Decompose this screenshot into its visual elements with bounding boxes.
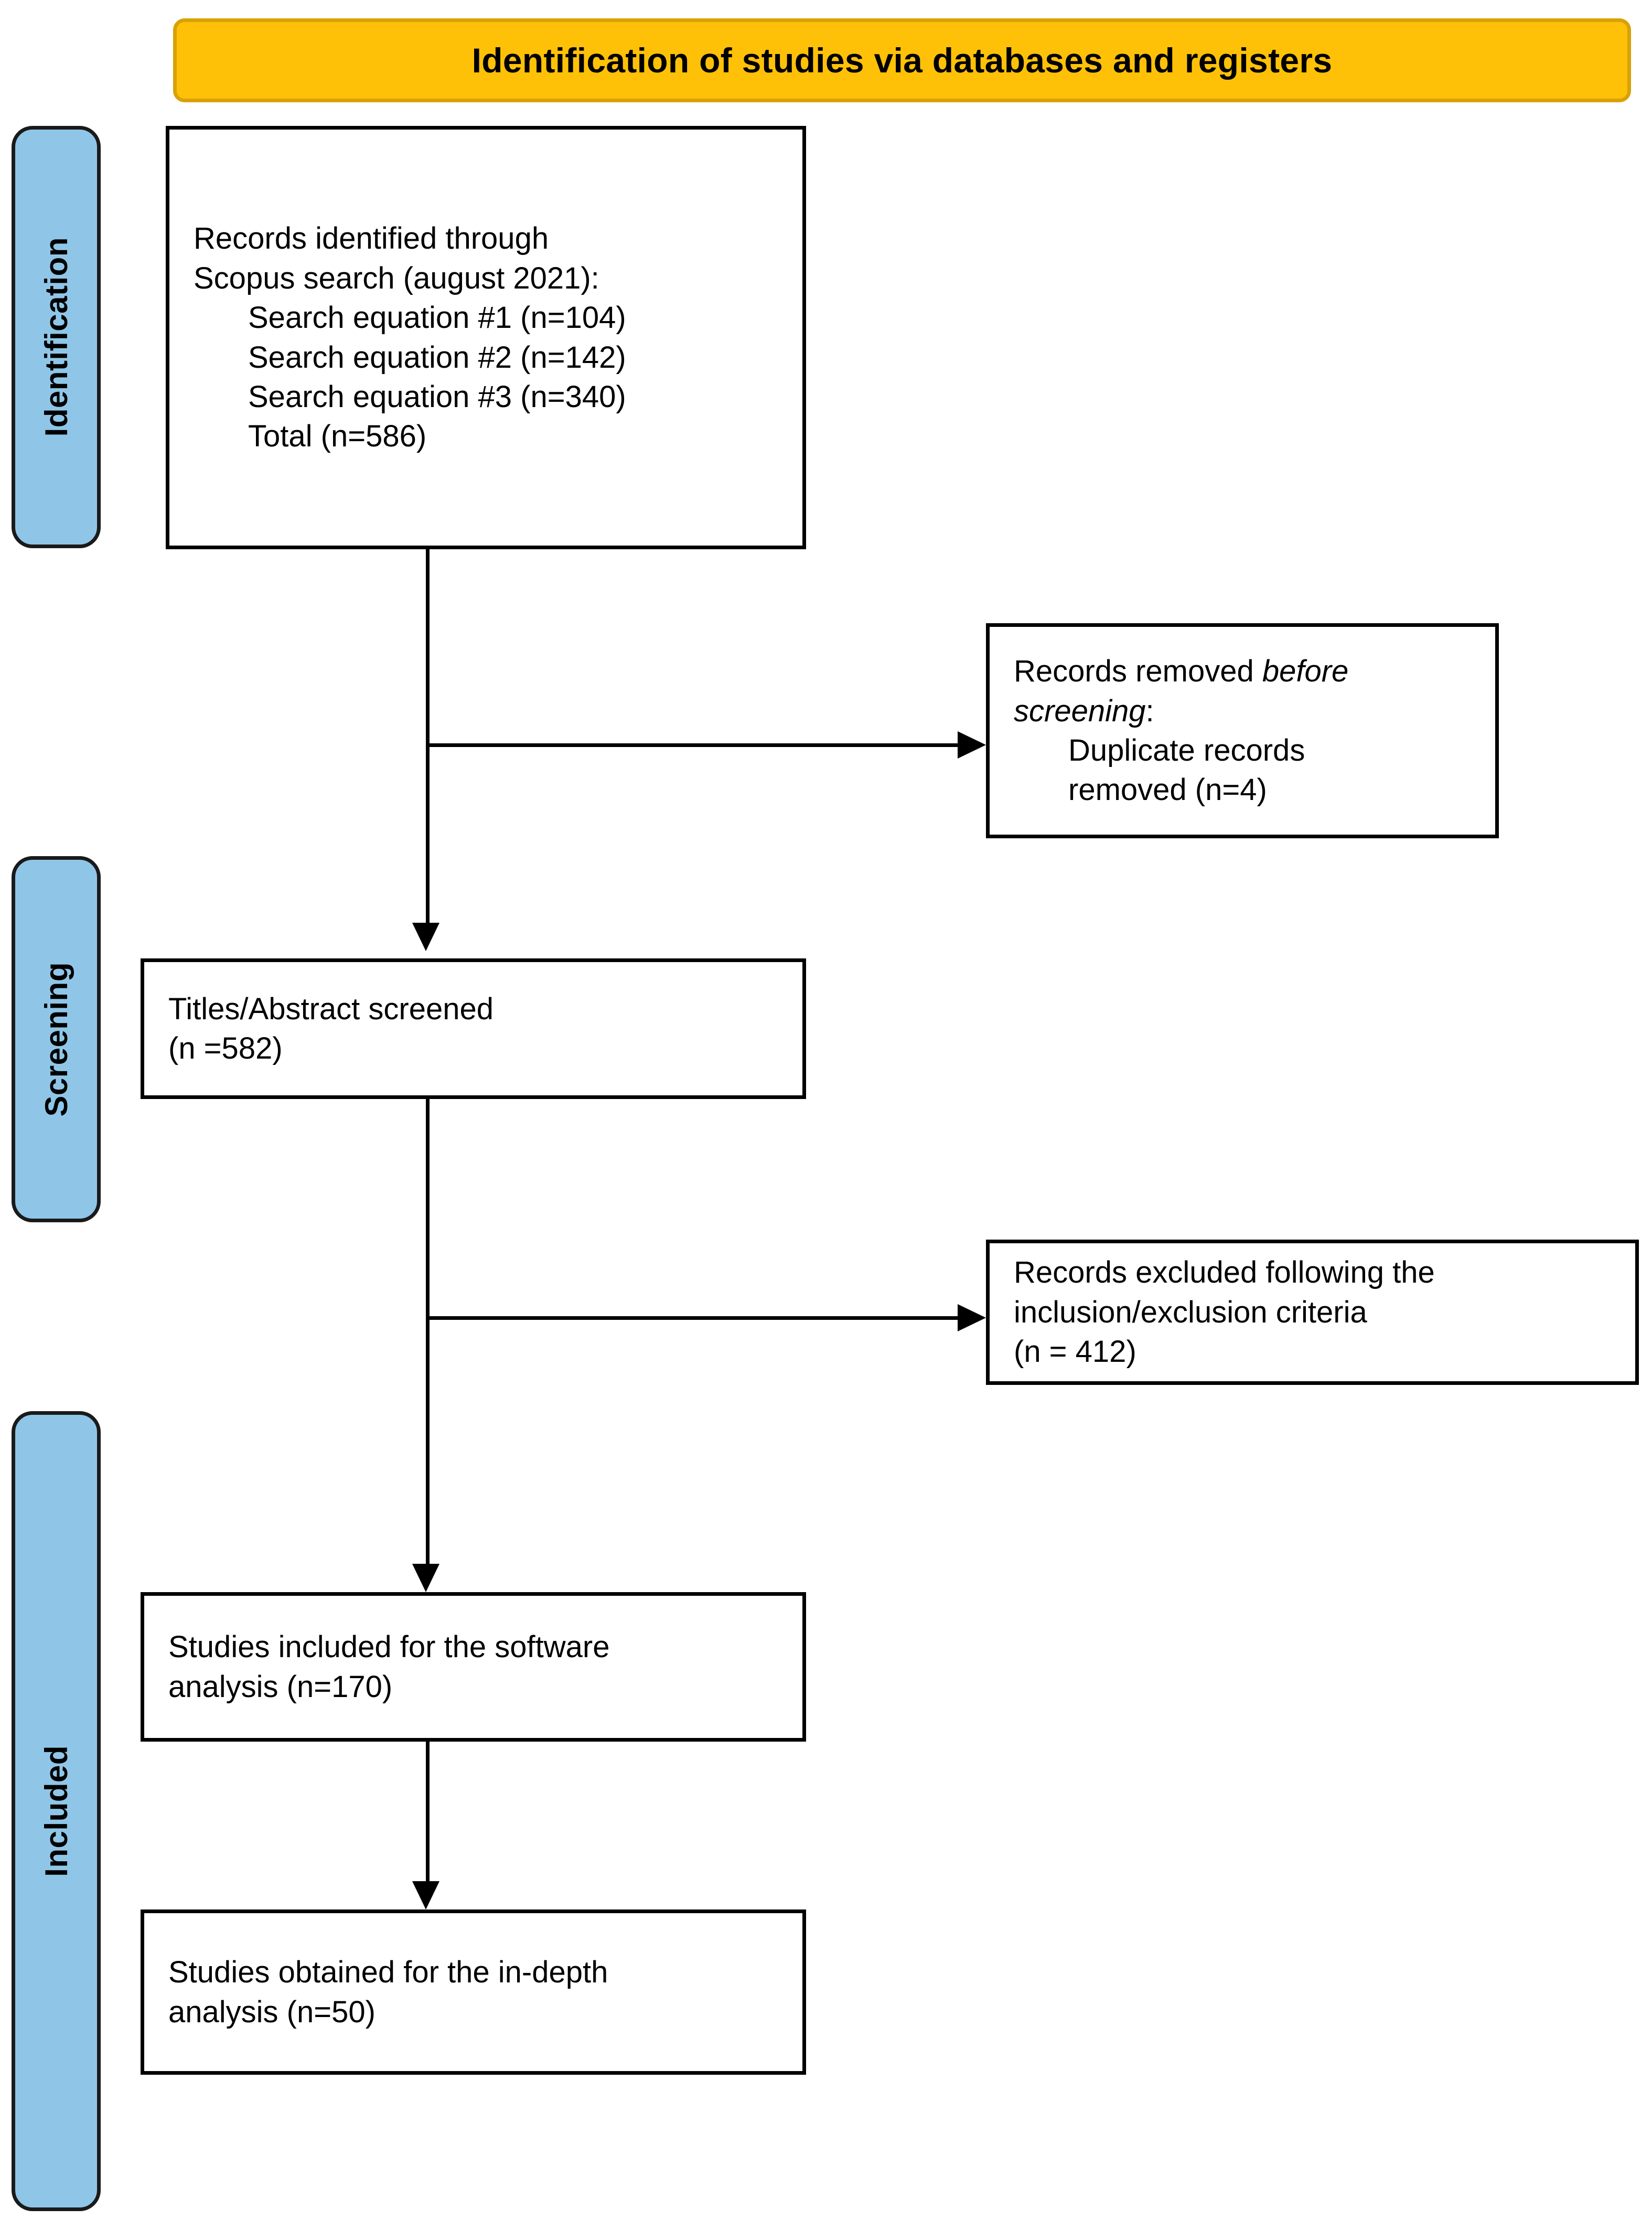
arrow-right-icon-to-removed	[958, 731, 986, 759]
arrow-right-icon-to-excluded	[958, 1304, 986, 1331]
records-removed-prefix: Records removed	[1014, 654, 1262, 689]
records-removed-line-1: Records removed before	[990, 652, 1495, 691]
records-identified-line-2: Scopus search (august 2021):	[194, 261, 599, 295]
records-identified-line-5: Search equation #3 (n=340)	[248, 379, 626, 414]
connector-software-to-indepth	[426, 1742, 430, 1881]
box-records-identified: Records identified through Scopus search…	[166, 126, 806, 549]
connector-identified-to-removed	[426, 743, 958, 747]
studies-software-line-1: Studies included for the software	[168, 1630, 610, 1665]
records-removed-italic-before: before	[1262, 654, 1349, 689]
records-excluded-line-1: Records excluded following the	[1014, 1255, 1435, 1290]
arrow-down-icon-to-indepth	[412, 1881, 439, 1909]
stage-tab-screening-label: Screening	[38, 962, 74, 1117]
box-studies-included-software-analysis: Studies included for the software analys…	[141, 1592, 806, 1742]
studies-software-line-2: analysis (n=170)	[168, 1669, 393, 1704]
connector-screened-to-excluded	[426, 1316, 958, 1320]
box-records-excluded: Records excluded following the inclusion…	[986, 1240, 1639, 1385]
header-banner: Identification of studies via databases …	[173, 18, 1631, 102]
records-excluded-line-2: inclusion/exclusion criteria	[1014, 1295, 1367, 1329]
titles-screened-line-1: Titles/Abstract screened	[168, 991, 494, 1026]
records-removed-italic-screening: screening	[1014, 694, 1146, 728]
records-identified-line-6: Total (n=586)	[248, 419, 427, 454]
arrow-down-icon-to-screened	[412, 923, 439, 951]
records-removed-colon: :	[1145, 694, 1154, 728]
studies-indepth-line-2: analysis (n=50)	[168, 1994, 376, 2029]
records-removed-line-3: Duplicate records	[1068, 733, 1305, 767]
records-identified-line-1: Records identified through	[194, 221, 549, 256]
stage-tab-identification-label: Identification	[38, 237, 74, 437]
titles-screened-line-2: (n =582)	[168, 1031, 283, 1065]
box-records-removed-before-screening: Records removed before screening: Duplic…	[986, 623, 1499, 838]
box-studies-obtained-indepth-analysis: Studies obtained for the in-depth analys…	[141, 1909, 806, 2075]
stage-tab-identification: Identification	[12, 126, 101, 548]
records-removed-line-2: screening:	[990, 691, 1495, 731]
stage-tab-included-label: Included	[38, 1745, 74, 1877]
arrow-down-icon-to-software	[412, 1564, 439, 1592]
connector-identified-to-screened	[426, 549, 430, 923]
records-identified-line-3: Search equation #1 (n=104)	[248, 301, 626, 335]
header-banner-title: Identification of studies via databases …	[471, 41, 1333, 80]
stage-tab-included: Included	[12, 1411, 101, 2211]
box-titles-abstract-screened: Titles/Abstract screened (n =582)	[141, 958, 806, 1099]
records-removed-line-4: removed (n=4)	[1068, 773, 1267, 807]
connector-screened-to-software	[426, 1099, 430, 1564]
studies-indepth-line-1: Studies obtained for the in-depth	[168, 1955, 608, 1990]
records-identified-line-4: Search equation #2 (n=142)	[248, 340, 626, 375]
records-excluded-line-3: (n = 412)	[1014, 1335, 1136, 1369]
stage-tab-screening: Screening	[12, 856, 101, 1222]
